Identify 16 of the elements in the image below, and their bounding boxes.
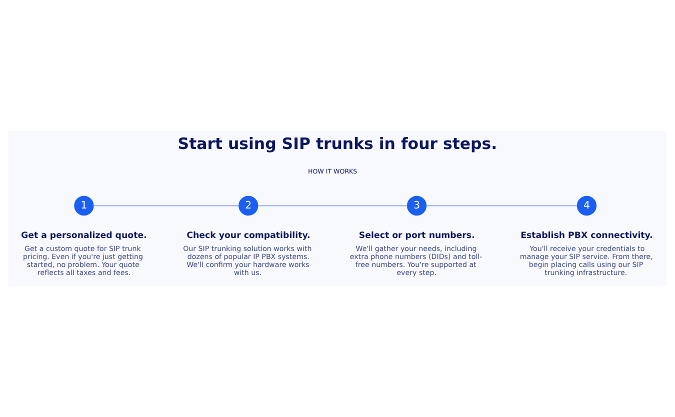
connector bbox=[94, 205, 239, 206]
node-circle: 3 bbox=[406, 196, 427, 216]
node-label: Check your compatibility. bbox=[186, 231, 310, 242]
node-label: Establish PBX connectivity. bbox=[520, 231, 653, 242]
node-label: Get a personalized quote. bbox=[21, 231, 147, 242]
node-circle: 1 bbox=[74, 196, 94, 216]
node-label: Get a custom quote for SIP trunk pricing. Even if you're just getting started, no problem. Your quote reflects all taxes and fees. bbox=[22, 244, 143, 277]
node-label: We'll gather your needs, including extra phone numbers (DIDs) and toll-free numbers. You're supported at every step. bbox=[350, 244, 482, 277]
node-circle: 2 bbox=[238, 196, 258, 216]
node-label: Our SIP trunking solution works with dozens of popular IP PBX systems. We'll confirm your hardware works with us. bbox=[183, 244, 312, 277]
connector bbox=[426, 205, 577, 206]
node-circle: 4 bbox=[576, 196, 597, 216]
connector bbox=[258, 205, 408, 206]
node-label: Select or port numbers. bbox=[358, 231, 475, 242]
diagram-title: Start using SIP trunks in four steps. bbox=[178, 134, 498, 154]
node-label: You'll receive your credentials to manage your SIP service. From there, begin placing calls using our SIP trunking infrastructure. bbox=[520, 244, 653, 277]
